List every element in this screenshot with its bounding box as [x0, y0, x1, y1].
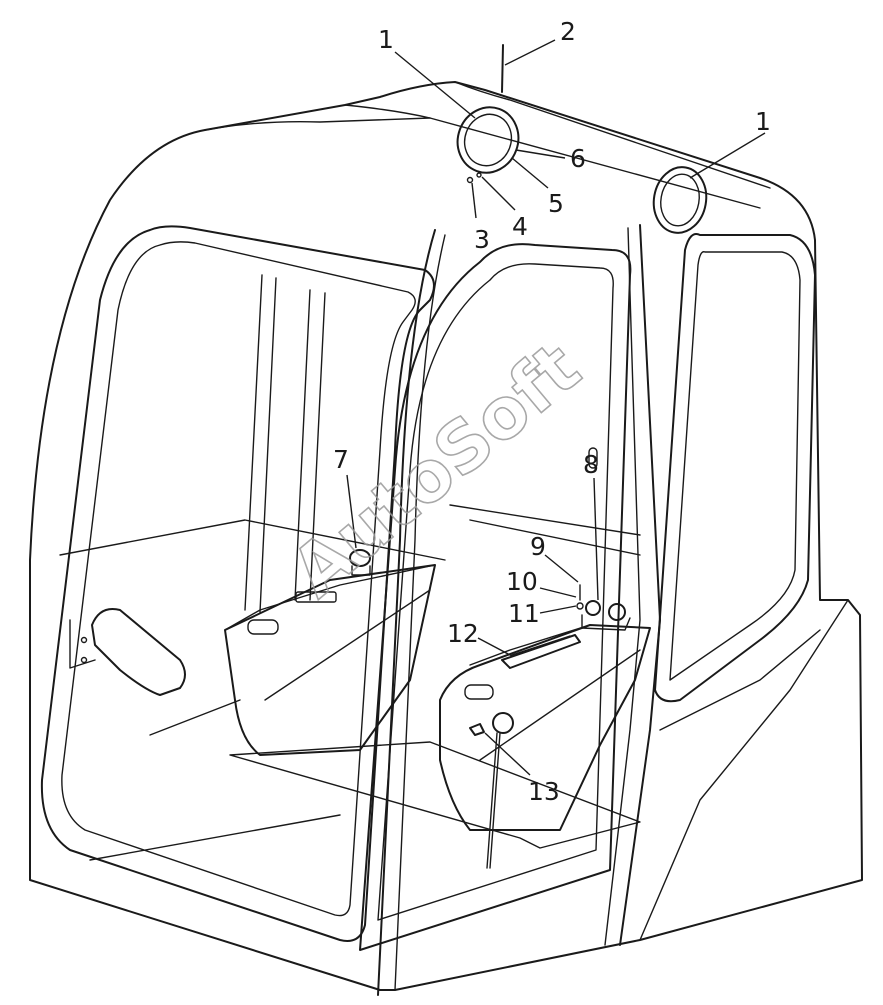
right-console-crease	[479, 649, 641, 761]
rear-window-outer	[654, 233, 816, 703]
cab-roof-rear-edge	[454, 81, 771, 189]
leader-8	[593, 477, 599, 601]
speaker-right-ring	[652, 166, 708, 234]
callout-10: 10	[506, 567, 538, 596]
monitor-bracket	[69, 619, 96, 669]
front-right-pillar-inner	[394, 234, 446, 991]
callouts: 1 1 2 3 4 5 6 7 8 9 10 11 12 13	[333, 17, 771, 806]
door-window-inner	[377, 263, 614, 921]
watermark-text: AutoSoft	[276, 327, 595, 613]
part-8-bulb	[588, 447, 598, 469]
rear-post-mid-2	[309, 292, 326, 601]
floor-mat	[229, 741, 641, 849]
callout-12: 12	[447, 619, 479, 648]
throttle-knob	[492, 712, 514, 734]
washer-11	[576, 602, 584, 610]
callout-3: 3	[474, 225, 490, 254]
right-console-pad	[464, 684, 494, 700]
rear-window-inner	[669, 251, 801, 681]
callout-7: 7	[333, 445, 349, 474]
left-console-pad	[247, 619, 279, 635]
left-console-crease	[264, 589, 431, 701]
rear-window	[654, 233, 816, 703]
side-monitor	[69, 608, 186, 696]
left-console-body	[224, 564, 436, 756]
right-console-top	[469, 624, 591, 666]
callout-1b: 1	[755, 107, 771, 136]
callout-13: 13	[528, 777, 560, 806]
callout-8: 8	[583, 450, 599, 479]
front-window-inner	[61, 241, 416, 917]
antenna-2	[501, 44, 504, 93]
part-13-fitting	[469, 723, 485, 736]
callout-1a: 1	[378, 25, 394, 54]
callout-2: 2	[560, 17, 576, 46]
left-console	[224, 549, 436, 756]
throttle-lever-2	[486, 732, 498, 869]
leader-7	[346, 474, 357, 549]
interior-back-wall-right-2	[469, 519, 641, 556]
leader-lines	[346, 39, 766, 776]
front-window	[40, 225, 435, 942]
monitor-bolt-2	[80, 656, 88, 664]
rear-post-mid	[294, 289, 311, 601]
roof-speakers	[456, 44, 708, 234]
lower-right-panel	[659, 629, 821, 731]
door-window-outer	[359, 243, 632, 951]
leader-2	[504, 39, 556, 66]
lower-right-panel-2	[639, 599, 849, 941]
front-window-outer	[40, 225, 435, 942]
middle-pillar-inner	[604, 227, 641, 946]
leader-11	[539, 605, 577, 614]
washer-4	[476, 172, 482, 178]
callout-11: 11	[508, 599, 540, 628]
door-window	[359, 243, 632, 951]
leader-4	[481, 176, 516, 211]
speaker-left-ring	[456, 106, 520, 174]
cab-shell	[29, 81, 863, 996]
monitor-body	[91, 608, 186, 696]
leader-1a	[394, 51, 476, 119]
leader-12	[477, 637, 513, 657]
right-console	[439, 447, 651, 869]
callout-9: 9	[530, 532, 546, 561]
rear-post-left-2	[259, 277, 277, 613]
leader-10	[539, 587, 577, 598]
leader-9	[544, 554, 579, 583]
right-console-bracket	[581, 614, 631, 631]
screw-3	[466, 176, 474, 184]
speaker-right-grille	[660, 173, 700, 227]
callout-4: 4	[512, 212, 528, 241]
interior-floor-line-2	[149, 699, 241, 736]
right-joystick-knob	[585, 600, 601, 616]
left-console-top	[224, 564, 436, 631]
front-right-pillar	[377, 229, 436, 996]
callout-5: 5	[548, 189, 564, 218]
leader-1b	[689, 132, 766, 179]
throttle-lever	[489, 732, 501, 869]
switch-panel	[501, 634, 581, 669]
interior-back-wall	[59, 519, 446, 561]
interior-floor-line	[89, 814, 341, 861]
middle-pillar	[619, 224, 661, 946]
leader-13	[484, 732, 531, 776]
speaker-left-grille	[463, 113, 513, 167]
right-console-body	[439, 624, 651, 831]
left-joystick-base	[351, 565, 371, 576]
interior-back-wall-right	[449, 504, 641, 536]
interior	[59, 274, 641, 861]
left-console-slot	[295, 591, 337, 603]
left-joystick-knob	[349, 549, 371, 567]
leader-5	[511, 157, 549, 189]
cab-top-curve	[204, 117, 431, 131]
leader-3	[471, 182, 477, 219]
monitor-bolt-1	[80, 636, 88, 644]
leader-6	[515, 149, 566, 159]
switch-panel-detail	[511, 635, 571, 656]
rear-post-left	[244, 274, 263, 611]
callout-6: 6	[570, 144, 586, 173]
right-console-knob	[608, 603, 626, 621]
